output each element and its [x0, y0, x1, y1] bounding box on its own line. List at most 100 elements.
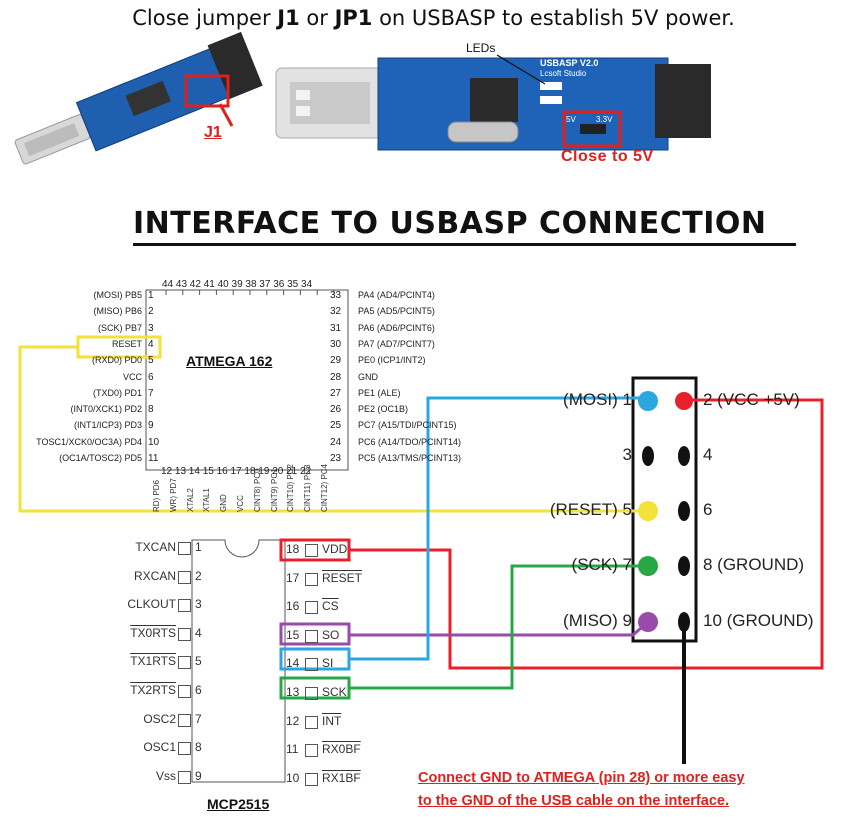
atmega-pin-label: TOSC1/XCK0/OC3A) PD4	[36, 436, 142, 447]
mcp-pin-box	[305, 687, 318, 700]
atmega-pin-number: 7	[148, 387, 154, 399]
usbasp-header-left-label: (MISO) 9	[563, 611, 632, 630]
mcp-sck-highlight	[279, 676, 351, 700]
mcp-pin-box	[305, 544, 318, 557]
mcp-si-highlight	[279, 647, 351, 671]
header-pin-5	[638, 501, 658, 521]
mcp-pin-number: 5	[195, 654, 202, 669]
mcp-pin-box	[178, 599, 191, 613]
usbasp-header-left-label: 3	[622, 445, 632, 464]
mcp-pin-box	[178, 713, 191, 727]
mcp-pin-number: 7	[195, 711, 202, 726]
mcp-pin-label: TX2RTS	[130, 683, 176, 697]
atmega-pin-label: GND	[358, 371, 378, 382]
atmega-pin-number: 26	[330, 404, 342, 416]
atmega-pin-number: 24	[330, 436, 342, 448]
mcp-pin-box	[178, 570, 191, 584]
atmega-pin-number: 33	[330, 290, 342, 301]
atmega-pin-number: 31	[330, 322, 342, 334]
svg-text:Lcsoft Studio: Lcsoft Studio	[540, 69, 587, 78]
reset-wire	[18, 345, 648, 513]
header-pin-10	[678, 612, 690, 632]
svg-text:3.3V: 3.3V	[596, 115, 613, 124]
atmega-left-pin-row: TOSC1/XCK0/OC3A) PD4 10	[20, 437, 160, 451]
header-pin-4	[678, 446, 690, 466]
atmega-right-pin-row: 31 PA6 (AD6/PCINT6)	[330, 323, 510, 337]
mcp-pin-number: 18	[286, 542, 300, 556]
atmega-bottom-pin-label: CINT9) PC1	[269, 468, 279, 512]
mcp-pin-box	[305, 715, 318, 729]
mcp-pin-number: 17	[286, 570, 300, 585]
atmega-pin-number: 23	[330, 453, 342, 464]
atmega-pin-label: PE0 (ICP1/INT2)	[358, 355, 426, 366]
atmega-pin-label: RESET	[111, 338, 142, 349]
mcp-pin-label: RX1BF	[322, 770, 361, 785]
mcp-pin-number: 3	[195, 597, 202, 612]
atmega-right-pin-row: 33 PA4 (AD4/PCINT4)	[330, 290, 510, 304]
atmega-name: ATMEGA 162	[186, 353, 273, 369]
mcp-pin-label: Vss	[155, 768, 176, 783]
usbasp-header-right-label: 2 (VCC +5V)	[703, 390, 800, 409]
atmega-pin-number: 28	[330, 371, 342, 383]
atmega-pin-label: PC6 (A14/TDO/PCINT14)	[358, 436, 462, 447]
mcp-pin-number: 4	[195, 625, 202, 640]
atmega-pin-label: VCC	[122, 371, 142, 382]
usbasp-header-right-label: 8 (GROUND)	[703, 555, 805, 574]
atmega-pin-label: PE1 (ALE)	[358, 387, 401, 398]
usbasp-header-left-label: (SCK) 7	[571, 555, 632, 574]
instruction-header: Close jumper J1 or JP1 on USBASP to esta…	[132, 6, 735, 30]
mcp-pin-box	[305, 772, 318, 786]
header-pin-1	[638, 391, 658, 411]
mcp-pin-box	[305, 572, 318, 586]
leds-label: LEDs	[466, 41, 495, 55]
mcp-pin-number: 9	[195, 768, 202, 783]
mcp-pin-box	[178, 656, 191, 670]
mcp-pin-number: 13	[286, 685, 300, 699]
atmega-pin-number: 11	[148, 453, 159, 464]
mcp-pin-box	[178, 627, 191, 641]
usbasp-header-left-label: (RESET) 5	[549, 500, 632, 519]
mcp-pin-label: SO	[322, 627, 340, 642]
atmega-reset-highlight	[76, 335, 162, 359]
atmega-right-pin-row: 26 PE2 (OC1B)	[330, 404, 510, 418]
ground-note-line1: Connect GND to ATMEGA (pin 28) or more e…	[418, 770, 745, 786]
atmega-pin-label: (RXD0) PD0	[91, 355, 142, 366]
atmega-pin-label: PE2 (OC1B)	[358, 404, 409, 415]
atmega-pin-label: PA6 (AD6/PCINT6)	[358, 322, 435, 333]
usbasp-board-flat: USBASP V2.0 Lcsoft Studio	[275, 57, 711, 151]
close-to-5v-label: Close to 5V	[561, 148, 654, 165]
ground-note-line2: to the GND of the USB cable on the inter…	[418, 793, 729, 809]
atmega-pin-label: (MISO) PB6	[93, 306, 142, 317]
atmega-pin-number: 10	[148, 436, 160, 448]
vdd-wire	[349, 398, 824, 670]
atmega-bottom-pin-label: CINT12) PC4	[320, 463, 329, 512]
mcp-pin-label: RESET	[322, 570, 363, 585]
atmega-pin-number: 8	[148, 404, 154, 416]
mcp-pin-box	[305, 601, 318, 615]
mcp-pin-number: 12	[286, 713, 300, 728]
mcp-pin-label: RXCAN	[133, 568, 176, 583]
atmega-right-pin-row: 24 PC6 (A14/TDO/PCINT14)	[330, 437, 510, 451]
atmega-bottom-pin-label: VCC	[236, 495, 245, 512]
header-pin-2	[675, 392, 693, 410]
atmega-pin-label: PC7 (A15/TDI/PCINT15)	[358, 420, 457, 431]
mcp2515-name: MCP2515	[207, 796, 270, 812]
atmega-pin-number: 1	[148, 290, 154, 301]
atmega-pin-label: PA4 (AD4/PCINT4)	[358, 290, 435, 300]
mcp-right-pin-row: 17 RESET	[284, 571, 384, 589]
